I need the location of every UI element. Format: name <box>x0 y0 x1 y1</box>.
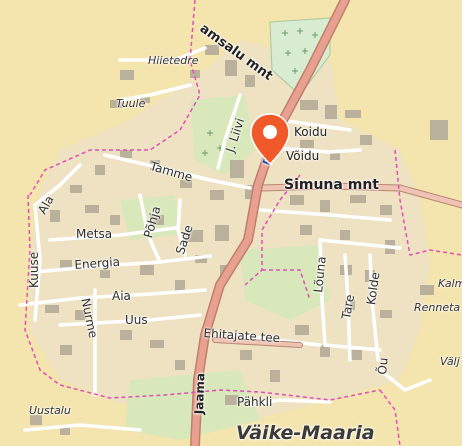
label-pahkli: Pähkli <box>237 395 273 409</box>
boundary-lines <box>24 0 462 446</box>
minor-roads <box>18 46 432 432</box>
label-kalm: Kalm <box>438 277 462 290</box>
label-valj: Välj <box>440 355 460 368</box>
secondary-roads <box>212 182 462 348</box>
label-renneta: Renneta <box>414 301 461 314</box>
green-area <box>190 95 255 175</box>
label-simuna-mnt: Simuna mnt <box>284 177 379 193</box>
label-tuule: Tuule <box>116 97 146 110</box>
label-vaike-maaria: Väike-Maaria <box>236 422 375 444</box>
location-pin-marker[interactable] <box>250 113 290 165</box>
buildings <box>30 45 448 435</box>
label-energia: Energia <box>73 254 121 272</box>
map-pin-icon <box>250 113 290 165</box>
label-louna: Lõuna <box>311 255 329 294</box>
label-hiietedre: Hiietedre <box>148 54 199 67</box>
label-voidu: Võidu <box>286 149 320 163</box>
settlement-area <box>30 40 430 420</box>
label-jaama: Jaama <box>192 372 208 415</box>
label-kuuse: Kuuse <box>27 251 41 288</box>
label-uus: Uus <box>125 313 148 327</box>
label-metsa: Metsa <box>76 227 113 241</box>
label-ou: Õu <box>375 356 391 376</box>
label-uustalu: Uustalu <box>29 404 71 417</box>
label-koidu: Koidu <box>294 125 328 139</box>
label-aia: Aia <box>112 289 131 303</box>
cemetery-crosses <box>202 28 318 156</box>
main-road <box>190 0 350 446</box>
